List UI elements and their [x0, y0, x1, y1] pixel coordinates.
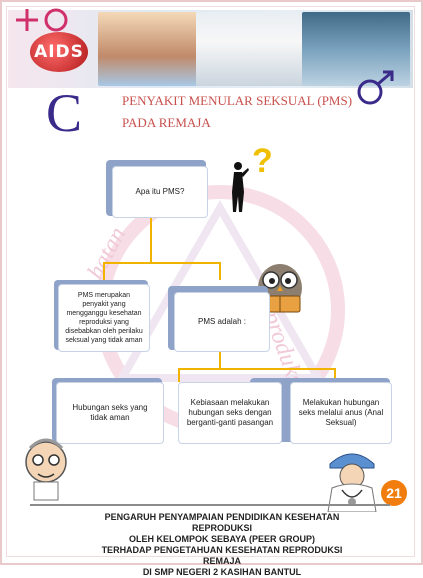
page-border [0, 0, 423, 565]
doctor-cartoon-icon [327, 453, 377, 512]
thinking-person-icon: ? [232, 142, 273, 212]
footer-line-1: PENGARUH PENYAMPAIAN PENDIDIKAN KESEHATA… [104, 512, 340, 533]
footer-line-4: DI SMP NEGERI 2 KASIHAN BANTUL [142, 567, 302, 577]
footer-title: PENGARUH PENYAMPAIAN PENDIDIKAN KESEHATA… [92, 512, 352, 578]
connector-right-down [219, 262, 221, 280]
medical-team-photo [196, 12, 304, 86]
pms-adalah-box: PMS adalah : [174, 292, 270, 352]
item-1-box: Hubungan seks yang tidak aman [56, 382, 164, 444]
page-number-badge: 21 [381, 480, 407, 506]
connector-horizontal-bottom [178, 368, 336, 370]
item-3-box: Melakukan hubungan seks melalui anus (An… [290, 382, 392, 444]
footer-line-2: OLEH KELOMPOK SEBAYA (PEER GROUP) [128, 534, 316, 544]
aids-badge: AIDS [30, 32, 88, 72]
title-line-2: PADA REMAJA [122, 115, 211, 130]
connector-left-down [103, 262, 105, 280]
footer-divider [30, 504, 390, 506]
page-title: PENYAKIT MENULAR SEKSUAL (PMS) PADA REMA… [122, 90, 352, 134]
section-letter: C [46, 83, 83, 143]
definition-box: PMS merupakan penyakit yang mengganggu k… [58, 284, 150, 352]
page-inner-border [6, 6, 415, 557]
connector-horizontal-top [103, 262, 221, 264]
male-symbol-icon [357, 70, 394, 105]
item-2-box: Kebiasaan melakukan hubungan seks dengan… [178, 382, 282, 444]
connector-right-to-items [219, 350, 221, 368]
question-mark-icon: ? [252, 142, 273, 180]
family-photo [98, 12, 198, 86]
root-box: Apa itu PMS? [112, 166, 208, 218]
scientist-cartoon-icon [25, 438, 67, 501]
footer-line-3: TERHADAP PENGETAHUAN KESEHATAN REPRODUKS… [101, 545, 343, 566]
connector-item2-down [178, 368, 180, 382]
connector-root-down [150, 216, 152, 262]
connector-item3-down [334, 368, 336, 382]
title-line-1: PENYAKIT MENULAR SEKSUAL (PMS) [122, 93, 353, 108]
gender-symbols-icon [16, 8, 68, 32]
